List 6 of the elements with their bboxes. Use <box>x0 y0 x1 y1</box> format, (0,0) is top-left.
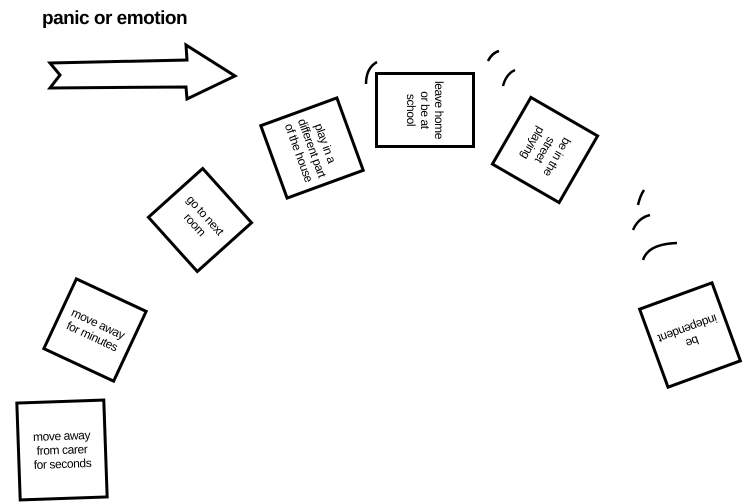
card-text: move away from carer for seconds <box>32 428 93 472</box>
card <box>375 72 475 148</box>
card-text: leave home or be at school <box>404 80 446 142</box>
card <box>15 398 109 502</box>
title: panic or emotion <box>42 8 188 30</box>
card-text: play in a different part of the house <box>281 116 340 186</box>
